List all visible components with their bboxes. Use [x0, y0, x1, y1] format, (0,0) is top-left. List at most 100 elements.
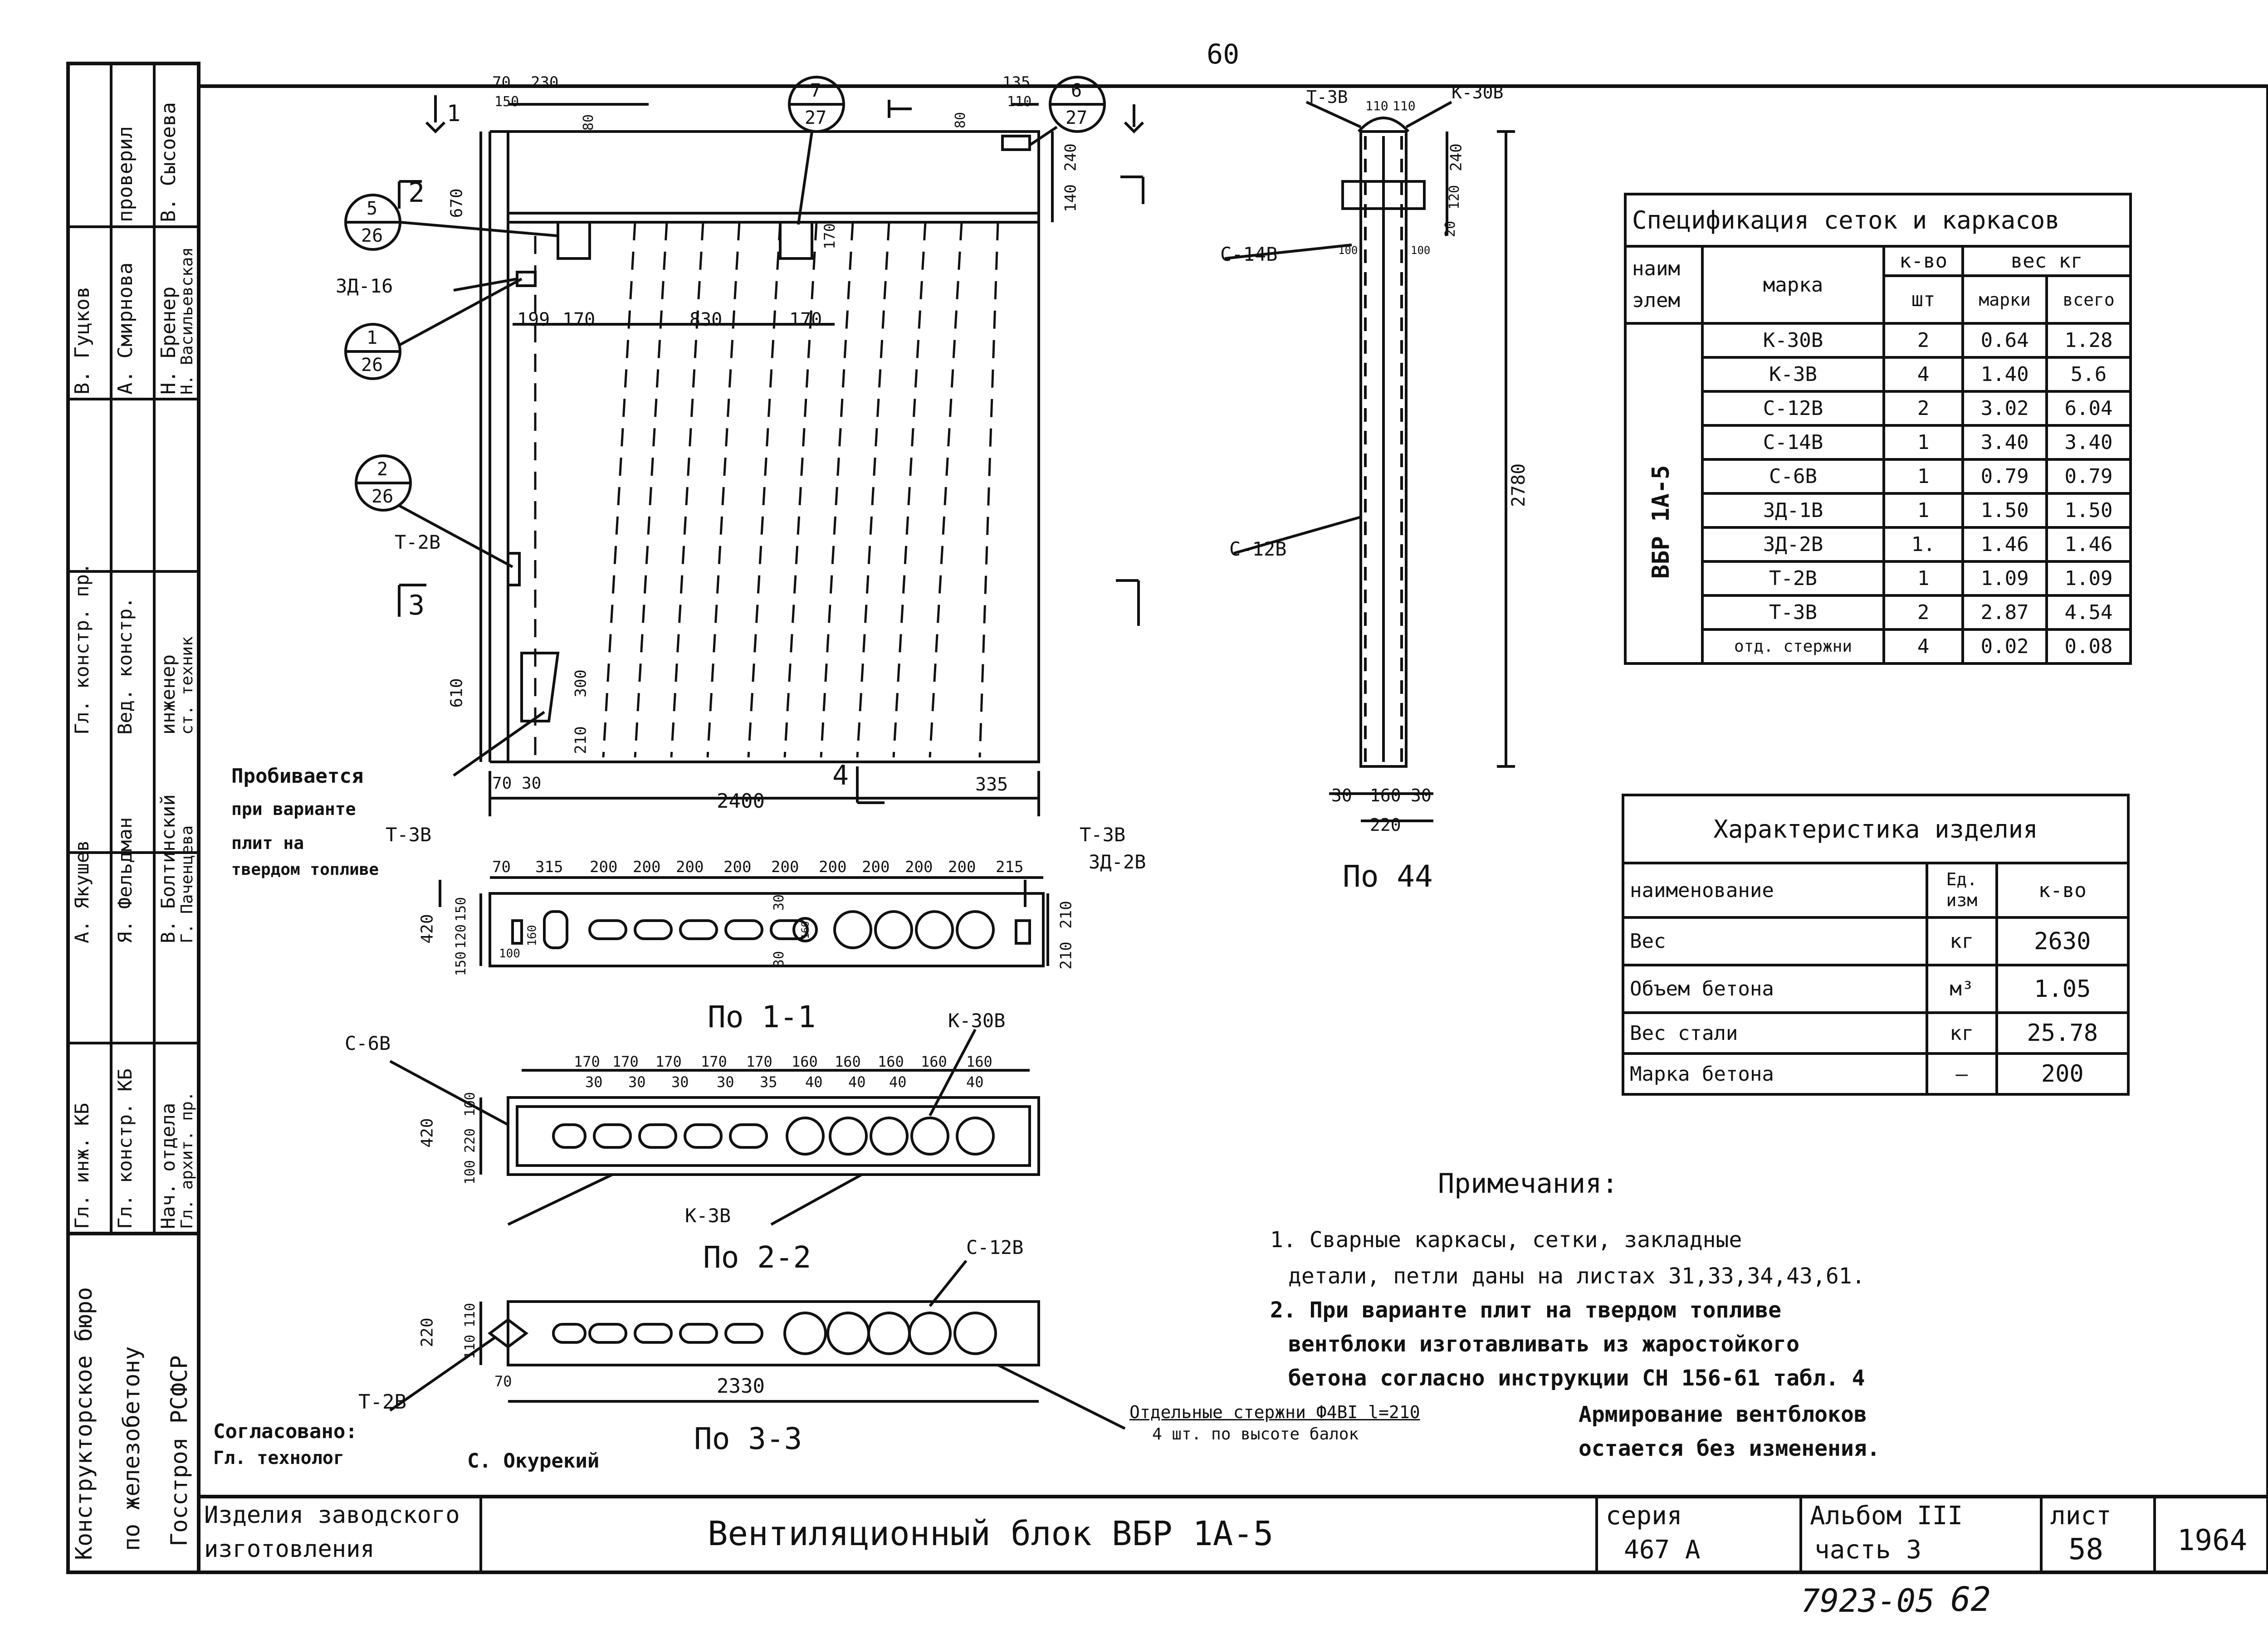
dim-s22-sub-6: 40	[848, 1073, 866, 1091]
spec-qty: 1	[1882, 560, 1965, 597]
spec-mark: К-3В	[1701, 356, 1885, 393]
char-unit: кг	[1926, 1011, 1998, 1055]
dim-top-6: 80	[953, 112, 969, 129]
section-mark-2: 2	[408, 177, 425, 209]
section-1-1	[439, 876, 1049, 967]
char-h-unit-1: Ед.	[1946, 869, 1978, 890]
label-zd16: ЗД-16	[336, 275, 393, 297]
sheet-value: 58	[2068, 1533, 2104, 1566]
char-h-unit: Ед. изм	[1926, 862, 1998, 919]
dim-s22-sub-3: 30	[717, 1073, 734, 1091]
label-pierce-2: при варианте	[231, 799, 356, 819]
spec-weight: 1.50	[1961, 492, 2048, 529]
dim-s44-mid-1: 100	[1411, 244, 1431, 257]
note-line-4: вентблоки изготавливать из жаростойкого	[1288, 1332, 1800, 1357]
char-h-unit-2: изм	[1946, 890, 1978, 910]
dim-s11-mid-2: 160	[800, 921, 811, 939]
char-qty: 200	[1995, 1052, 2130, 1096]
char-unit: —	[1926, 1052, 1998, 1096]
dim-left-3: 210	[572, 726, 590, 754]
dim-top-2: 150	[494, 94, 519, 110]
position-0: Гл. констр. пр.	[71, 562, 93, 735]
table-row: Т-3В 2 2.87 4.54	[1625, 594, 2132, 631]
dim-s22-sub-8: 40	[966, 1073, 984, 1091]
dim-s11-left-0: 420	[418, 914, 437, 944]
dim-s44-bottom-0: 30	[1331, 785, 1352, 805]
approval-name-2: А. Смирнова	[114, 262, 137, 395]
dim-top-3: 80	[581, 114, 597, 131]
callout-2-top: 2	[377, 459, 388, 480]
label-s12b-top: С-12В	[1229, 538, 1287, 560]
dim-s22-top-2: 170	[655, 1053, 682, 1070]
callout-1-bottom: 26	[361, 355, 383, 376]
dim-mid-1: 170	[562, 309, 596, 330]
dim-s44-top-1: 110	[1393, 98, 1416, 113]
section-mark-1: 1	[447, 100, 461, 127]
person-1: Я. Фельдман	[114, 817, 136, 943]
dim-s44-right-2: 20	[1442, 220, 1459, 238]
spec-weight: 0.64	[1961, 322, 2048, 359]
dim-s11-top-8: 200	[862, 858, 890, 876]
position-2: инженер	[157, 654, 179, 735]
label-pierce-3: плит на	[231, 833, 304, 853]
person-2: В. Болтинский	[157, 794, 179, 943]
char-name: Объем бетона	[1622, 964, 1928, 1014]
front-elevation	[344, 76, 1144, 816]
view-title-3-3: По 3-3	[694, 1421, 802, 1456]
spec-h-qty-1: к-во	[1882, 245, 1965, 277]
char-unit: кг	[1926, 916, 1998, 966]
dim-s11-left-1: 150	[453, 951, 469, 976]
note-line-5: бетона согласно инструкции СН 156-61 таб…	[1288, 1366, 1865, 1391]
spec-h-weight-total: всего	[2045, 274, 2132, 325]
view-title-44: По 44	[1343, 859, 1433, 894]
char-qty: 25.78	[1995, 1011, 2130, 1055]
callout-1-top: 1	[367, 327, 378, 348]
note-line-7: остается без изменения.	[1579, 1436, 1880, 1461]
spec-title: Спецификация сеток и каркасов	[1624, 193, 2132, 248]
callout-5-bottom: 26	[361, 225, 383, 246]
table-row: ВБР 1А-5 К-30В 2 0.64 1.28	[1624, 322, 2132, 665]
dim-s44-right-3: 2780	[1508, 463, 1530, 507]
dim-top-1: 230	[531, 73, 559, 92]
spec-total: 6.04	[2045, 390, 2132, 427]
label-agreed-2: Гл. технолог	[213, 1448, 344, 1468]
label-t2b: Т-2В	[395, 531, 441, 553]
callout-7-bottom: 27	[805, 107, 827, 128]
dim-right-0: 240	[1061, 143, 1080, 171]
spec-weight: 1.46	[1961, 526, 2048, 563]
spec-qty: 1	[1882, 492, 1965, 529]
spec-mark: Т-3В	[1701, 594, 1885, 631]
approval-name-3: Н. Бренер	[157, 286, 180, 395]
dim-s33-bottom-0: 70	[494, 1373, 512, 1390]
char-title: Характеристика изделия	[1622, 794, 2130, 864]
drawing-title: Вентиляционный блок ВБР 1А-5	[708, 1514, 1274, 1553]
note-line-2: детали, петли даны на листах 31,33,34,43…	[1288, 1263, 1865, 1289]
stamp-page: 62	[1950, 1580, 1991, 1619]
dim-s22-sub-1: 30	[628, 1073, 646, 1091]
dim-s22-top-3: 170	[701, 1053, 727, 1070]
person-3: Г. Паченцева	[178, 825, 196, 943]
dim-mid-4: 170	[821, 223, 838, 249]
dim-bottom-front-3: 335	[975, 774, 1008, 795]
dim-s44-top-0: 110	[1365, 98, 1388, 113]
spec-weight: 1.09	[1961, 560, 2048, 597]
callout-6-top: 6	[1071, 80, 1082, 101]
dim-s22-top-8: 160	[921, 1053, 947, 1070]
dim-s44-bottom-3: 220	[1370, 815, 1401, 835]
table-row: Марка бетона — 200	[1622, 1052, 2130, 1096]
spec-qty: 4	[1882, 356, 1965, 393]
table-row: С-6В 1 0.79 0.79	[1625, 458, 2132, 495]
section-2-2	[389, 1029, 1040, 1226]
label-bars-2: 4 шт. по высоте балок	[1152, 1425, 1359, 1444]
section-mark-4: 4	[832, 760, 849, 791]
spec-h-name-2: элем	[1632, 289, 1680, 312]
spec-total: 4.54	[2045, 594, 2132, 631]
dim-s11-left-4: 160	[525, 925, 539, 946]
spec-total: 1.28	[2045, 322, 2132, 359]
label-t3b-top: Т-3В	[1306, 87, 1348, 107]
approval-name-check: В. Сысоева	[157, 102, 180, 222]
spec-mark: ЗД-1В	[1701, 492, 1885, 529]
view-title-2-2: По 2-2	[703, 1240, 811, 1275]
spec-weight: 1.40	[1961, 356, 2048, 393]
